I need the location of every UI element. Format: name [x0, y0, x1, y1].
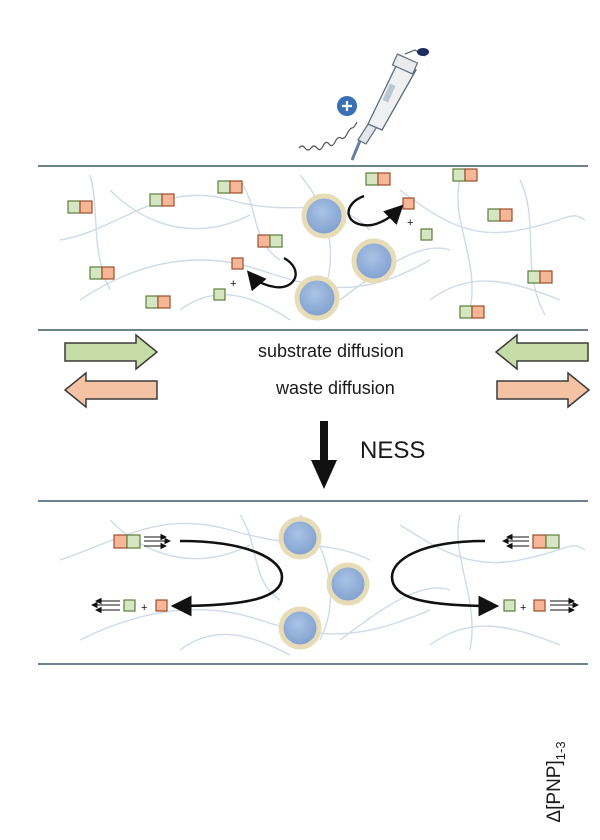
orange-arrow-left — [63, 371, 158, 409]
bead — [278, 516, 322, 560]
left-reaction-arrow — [170, 539, 284, 617]
wavy-line-icon — [298, 121, 358, 151]
right-reaction-arrow — [390, 539, 500, 617]
right-substrate — [532, 534, 560, 549]
orange-arrow-right — [496, 371, 591, 409]
reaction-arrow — [347, 194, 404, 227]
plus-sign: + — [230, 278, 236, 290]
left-influx-arrows — [144, 533, 172, 550]
bead — [351, 238, 397, 284]
plus-sign: + — [520, 602, 526, 614]
substrate-diffusion-arrows — [64, 333, 589, 371]
left-substrate — [113, 534, 141, 549]
substrate-diffusion-label: substrate diffusion — [258, 341, 404, 361]
positive-charge-icon — [337, 96, 357, 116]
bead — [278, 606, 322, 650]
pnp-subscript: 1-3 — [552, 741, 568, 761]
bead — [326, 562, 370, 606]
right-influx-arrows — [501, 533, 529, 550]
pnp-concentration-label: Δ[PNP]1-3 — [544, 741, 568, 822]
plus-sign: + — [141, 602, 147, 614]
products — [213, 197, 433, 301]
pnp-symbol: Δ[PNP] — [544, 760, 566, 823]
green-arrow-right — [64, 333, 159, 371]
left-efflux-arrows — [90, 597, 120, 614]
reaction-arrow — [246, 256, 297, 292]
substrate-molecules — [67, 168, 553, 319]
pipette-icon — [350, 48, 429, 161]
bottom-channel: + + — [38, 500, 588, 665]
plus-sign: + — [407, 217, 413, 229]
top-channel: + + — [38, 165, 588, 331]
bottom-fibers — [59, 514, 586, 656]
bead — [301, 193, 347, 239]
left-products — [123, 599, 168, 612]
bead — [294, 275, 340, 321]
waste-diffusion-arrows — [63, 371, 591, 409]
right-efflux-arrows — [550, 597, 580, 614]
ness-label: NESS — [360, 437, 426, 464]
ness-arrow — [311, 421, 337, 489]
green-arrow-left — [494, 333, 589, 371]
reacting-substrate — [257, 234, 283, 248]
waste-diffusion-label: waste diffusion — [276, 378, 395, 398]
right-products — [503, 599, 546, 612]
